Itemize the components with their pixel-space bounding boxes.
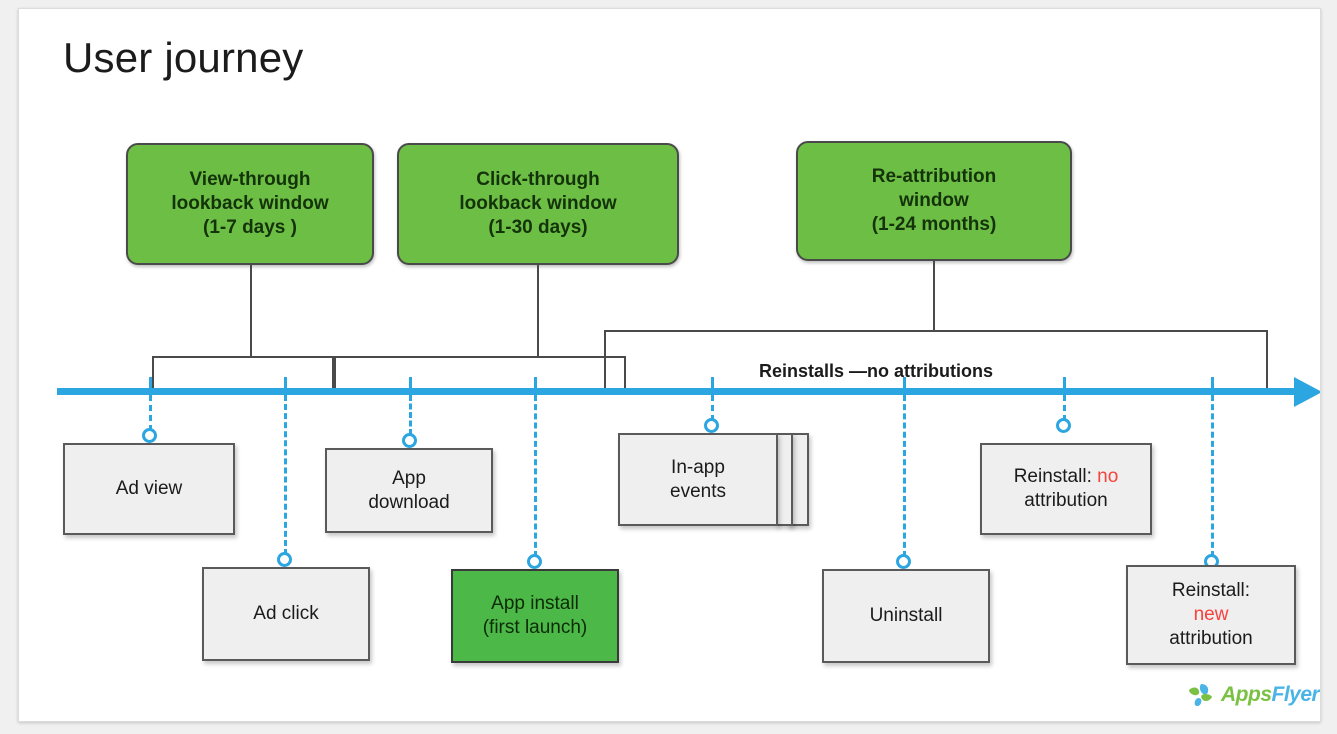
timeline-node-reinstall-no-attribution[interactable] (1056, 418, 1071, 433)
connector-stem-click-through (537, 265, 539, 357)
window-box-re-attribution-line2: window (899, 189, 969, 211)
event-box-ad-click-label: Ad click (253, 603, 319, 625)
drop-line-ad-view (149, 395, 152, 431)
event-box-reinstall-no-attribution-line1: Reinstall: (1013, 466, 1092, 488)
event-box-in-app-events-line1: In-app (671, 456, 725, 478)
event-box-app-download-line2: download (368, 491, 450, 513)
event-box-app-download[interactable]: App download (325, 448, 493, 533)
appsflyer-logo-apps: Apps (1221, 683, 1272, 706)
window-box-view-through-line1: View-through (189, 168, 311, 190)
timeline-node-uninstall[interactable] (896, 554, 911, 569)
event-box-app-install-line1: App install (491, 593, 579, 615)
bracket-bar-click-through (332, 356, 626, 358)
timeline-node-in-app-events[interactable] (704, 418, 719, 433)
appsflyer-logo: AppsFlyer (1187, 681, 1320, 709)
event-box-ad-click[interactable]: Ad click (202, 567, 370, 661)
event-box-app-download-line1: App (392, 467, 426, 489)
event-box-reinstall-no-attribution-line2: attribution (1024, 490, 1108, 511)
timeline-tick (149, 377, 152, 391)
timeline-node-app-download[interactable] (402, 433, 417, 448)
timeline-tick (1063, 377, 1066, 391)
event-box-reinstall-no-attribution-highlight: no (1097, 466, 1119, 488)
event-box-app-install-line2: (first launch) (482, 617, 588, 638)
window-box-re-attribution[interactable]: Re-attribution window (1-24 months) (796, 141, 1072, 261)
drop-line-app-download (409, 395, 412, 435)
window-box-view-through-line3: (1-7 days ) (203, 217, 297, 239)
timeline-tick (903, 377, 906, 391)
timeline-tick (534, 377, 537, 391)
connector-stem-re-attribution (933, 261, 935, 332)
timeline-tick (1211, 377, 1214, 391)
bracket-bar-re-attribution (604, 330, 1268, 332)
timeline-tick (284, 377, 287, 391)
bracket-right-leg-re-attribution (1266, 330, 1268, 389)
drop-line-uninstall (903, 395, 906, 557)
window-box-click-through[interactable]: Click-through lookback window (1-30 days… (397, 143, 679, 265)
window-box-re-attribution-line1: Re-attribution (871, 165, 997, 187)
event-box-ad-view-label: Ad view (115, 478, 183, 500)
event-box-reinstall-new-attribution-line3: attribution (1169, 627, 1253, 649)
bracket-left-leg-re-attribution (604, 330, 606, 389)
diagram-card: User journey View-through lookback windo… (18, 8, 1321, 722)
arrow-right-icon (1294, 377, 1320, 407)
drop-line-app-install (534, 395, 537, 557)
timeline-node-ad-click[interactable] (277, 552, 292, 567)
bracket-right-leg-click-through (624, 356, 626, 389)
appsflyer-logo-text: AppsFlyer (1221, 683, 1320, 707)
drop-line-ad-click (284, 395, 287, 555)
window-box-view-through[interactable]: View-through lookback window (1-7 days ) (126, 143, 374, 265)
window-box-click-through-line3: (1-30 days) (488, 217, 588, 239)
timeline-tick (409, 377, 412, 391)
bracket-bar-view-through (152, 356, 336, 358)
bracket-left-leg-view-through (152, 356, 154, 389)
window-box-view-through-line2: lookback window (171, 192, 329, 214)
timeline-tick (711, 377, 714, 391)
event-box-reinstall-no-attribution[interactable]: Reinstall: no attribution (980, 443, 1152, 535)
bracket-right-leg-view-through (334, 356, 336, 389)
drop-line-reinstall-new-attribution (1211, 395, 1214, 557)
event-box-reinstall-new-attribution-line1: Reinstall: (1171, 580, 1251, 602)
connector-stem-view-through (250, 265, 252, 357)
appsflyer-logo-flyer: Flyer (1271, 683, 1320, 706)
drop-line-in-app-events (711, 395, 714, 421)
window-box-re-attribution-line3: (1-24 months) (871, 214, 997, 236)
event-box-ad-view[interactable]: Ad view (63, 443, 235, 535)
pinwheel-icon (1189, 684, 1212, 707)
event-box-reinstall-new-attribution[interactable]: Reinstall: new attribution (1126, 565, 1296, 665)
window-box-click-through-line1: Click-through (476, 168, 600, 190)
bracket-left-leg-click-through (332, 356, 334, 389)
window-box-click-through-line2: lookback window (459, 192, 617, 214)
event-box-in-app-events[interactable]: In-app events (618, 433, 778, 526)
event-box-uninstall[interactable]: Uninstall (822, 569, 990, 663)
event-box-app-install[interactable]: App install (first launch) (451, 569, 619, 663)
drop-line-reinstall-no-attribution (1063, 395, 1066, 421)
reinstalls-caption: Reinstalls —no attributions (759, 361, 994, 381)
timeline-axis (57, 388, 1302, 395)
event-box-in-app-events-line2: events (670, 480, 726, 502)
timeline-node-app-install[interactable] (527, 554, 542, 569)
page-title: User journey (63, 34, 304, 81)
event-box-uninstall-label: Uninstall (869, 605, 943, 627)
timeline-node-ad-view[interactable] (142, 428, 157, 443)
event-box-reinstall-new-attribution-highlight: new (1193, 604, 1229, 626)
